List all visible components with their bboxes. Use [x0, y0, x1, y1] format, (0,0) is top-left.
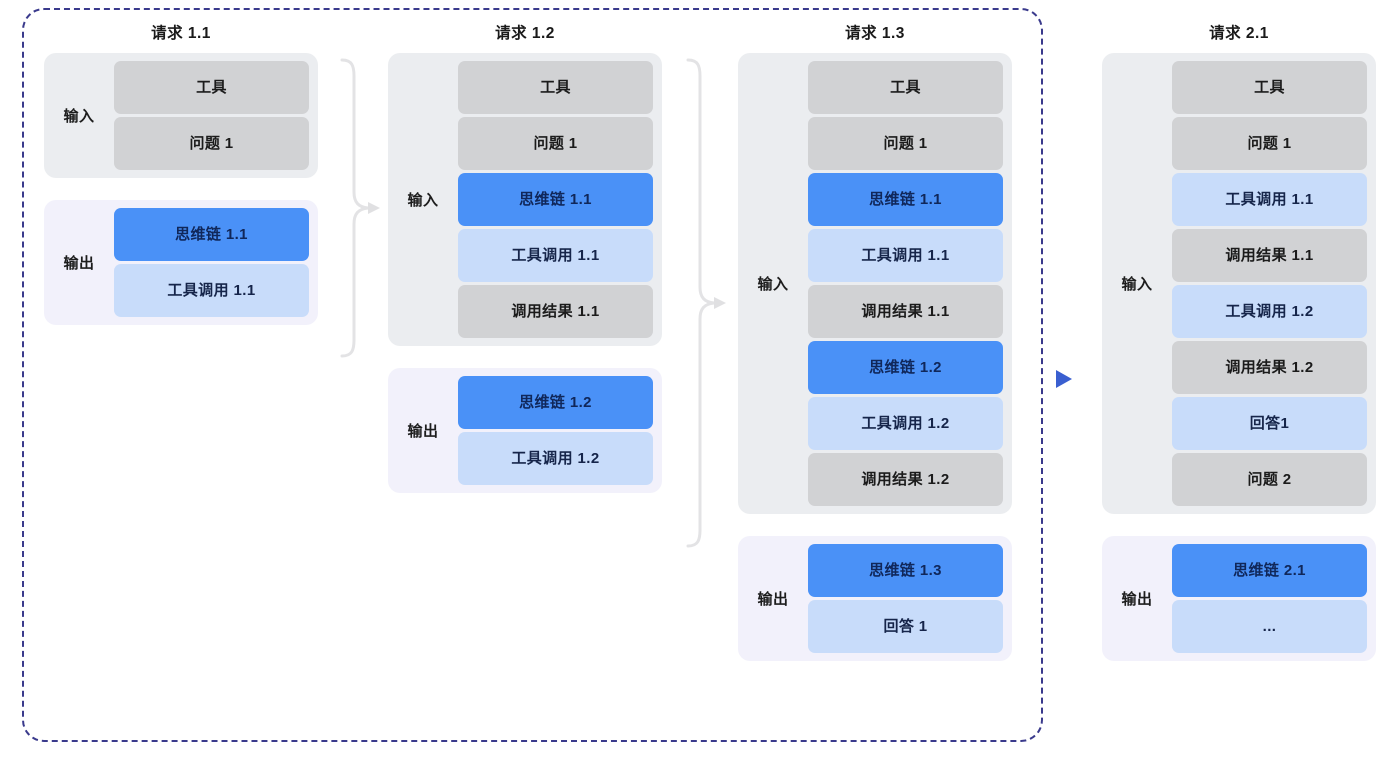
brace-connector-2-to-3	[684, 58, 744, 548]
output-panel-request-1-2: 输出 思维链 1.2 工具调用 1.2	[388, 368, 662, 493]
chip-toolcall-1-1[interactable]: 工具调用 1.1	[458, 229, 653, 282]
chip-cot-1-2[interactable]: 思维链 1.2	[458, 376, 653, 429]
session-transition-arrow-icon	[1052, 366, 1078, 392]
chip-cot-1-3[interactable]: 思维链 1.3	[808, 544, 1003, 597]
output-chip-list: 思维链 1.2 工具调用 1.2	[458, 376, 653, 485]
chip-cot-1-2[interactable]: 思维链 1.2	[808, 341, 1003, 394]
column-title-request-2-1: 请求 2.1	[1209, 25, 1269, 42]
output-panel-request-1-3: 输出 思维链 1.3 回答 1	[738, 536, 1012, 661]
input-chip-list: 工具 问题 1	[114, 61, 309, 170]
output-label: 输出	[757, 591, 789, 608]
brace-connector-1-to-2	[338, 58, 394, 358]
chip-question-2[interactable]: 问题 2	[1172, 453, 1367, 506]
chip-tools[interactable]: 工具	[808, 61, 1003, 114]
chip-callresult-1-1[interactable]: 调用结果 1.1	[808, 285, 1003, 338]
input-chip-list: 工具 问题 1 工具调用 1.1 调用结果 1.1 工具调用 1.2 调用结果 …	[1172, 61, 1367, 506]
column-title-request-1-3: 请求 1.3	[845, 25, 905, 42]
output-panel-request-1-1: 输出 思维链 1.1 工具调用 1.1	[44, 200, 318, 325]
chip-toolcall-1-2[interactable]: 工具调用 1.2	[808, 397, 1003, 450]
chip-toolcall-1-1[interactable]: 工具调用 1.1	[114, 264, 309, 317]
chip-toolcall-1-2[interactable]: 工具调用 1.2	[458, 432, 653, 485]
chip-question-1[interactable]: 问题 1	[1172, 117, 1367, 170]
chip-tools[interactable]: 工具	[1172, 61, 1367, 114]
chip-cot-2-1[interactable]: 思维链 2.1	[1172, 544, 1367, 597]
chip-tools[interactable]: 工具	[114, 61, 309, 114]
output-label: 输出	[63, 255, 95, 272]
chip-callresult-1-2[interactable]: 调用结果 1.2	[808, 453, 1003, 506]
input-label: 输入	[407, 192, 439, 209]
input-panel-request-1-1: 输入 工具 问题 1	[44, 53, 318, 178]
input-label: 输入	[757, 276, 789, 293]
input-panel-request-1-3: 输入 工具 问题 1 思维链 1.1 工具调用 1.1 调用结果 1.1 思维链…	[738, 53, 1012, 514]
chip-ellipsis[interactable]: ...	[1172, 600, 1367, 653]
chip-question-1[interactable]: 问题 1	[808, 117, 1003, 170]
chip-question-1[interactable]: 问题 1	[458, 117, 653, 170]
chip-callresult-1-1[interactable]: 调用结果 1.1	[1172, 229, 1367, 282]
output-label: 输出	[1121, 591, 1153, 608]
output-panel-request-2-1: 输出 思维链 2.1 ...	[1102, 536, 1376, 661]
column-title-request-1-2: 请求 1.2	[495, 25, 555, 42]
output-label: 输出	[407, 423, 439, 440]
chip-callresult-1-2[interactable]: 调用结果 1.2	[1172, 341, 1367, 394]
chip-cot-1-1[interactable]: 思维链 1.1	[458, 173, 653, 226]
input-label: 输入	[1121, 276, 1153, 293]
chip-cot-1-1[interactable]: 思维链 1.1	[808, 173, 1003, 226]
input-chip-list: 工具 问题 1 思维链 1.1 工具调用 1.1 调用结果 1.1	[458, 61, 653, 338]
input-label: 输入	[63, 108, 95, 125]
output-chip-list: 思维链 1.3 回答 1	[808, 544, 1003, 653]
chip-answer-1[interactable]: 回答1	[1172, 397, 1367, 450]
request-column-3: 请求 1.3 输入 工具 问题 1 思维链 1.1 工具调用 1.1 调用结果 …	[738, 24, 1012, 683]
chip-cot-1-1[interactable]: 思维链 1.1	[114, 208, 309, 261]
chip-question-1[interactable]: 问题 1	[114, 117, 309, 170]
request-column-4: 请求 2.1 输入 工具 问题 1 工具调用 1.1 调用结果 1.1 工具调用…	[1102, 24, 1376, 683]
input-panel-request-1-2: 输入 工具 问题 1 思维链 1.1 工具调用 1.1 调用结果 1.1	[388, 53, 662, 346]
input-chip-list: 工具 问题 1 思维链 1.1 工具调用 1.1 调用结果 1.1 思维链 1.…	[808, 61, 1003, 506]
request-column-2: 请求 1.2 输入 工具 问题 1 思维链 1.1 工具调用 1.1 调用结果 …	[388, 24, 662, 515]
chip-toolcall-1-1[interactable]: 工具调用 1.1	[808, 229, 1003, 282]
input-panel-request-2-1: 输入 工具 问题 1 工具调用 1.1 调用结果 1.1 工具调用 1.2 调用…	[1102, 53, 1376, 514]
output-chip-list: 思维链 2.1 ...	[1172, 544, 1367, 653]
chip-tools[interactable]: 工具	[458, 61, 653, 114]
output-chip-list: 思维链 1.1 工具调用 1.1	[114, 208, 309, 317]
request-column-1: 请求 1.1 输入 工具 问题 1 输出 思维链 1.1 工具调用 1.1	[44, 24, 318, 347]
chip-toolcall-1-1[interactable]: 工具调用 1.1	[1172, 173, 1367, 226]
column-title-request-1-1: 请求 1.1	[151, 25, 211, 42]
chip-toolcall-1-2[interactable]: 工具调用 1.2	[1172, 285, 1367, 338]
chip-answer-1[interactable]: 回答 1	[808, 600, 1003, 653]
chip-callresult-1-1[interactable]: 调用结果 1.1	[458, 285, 653, 338]
